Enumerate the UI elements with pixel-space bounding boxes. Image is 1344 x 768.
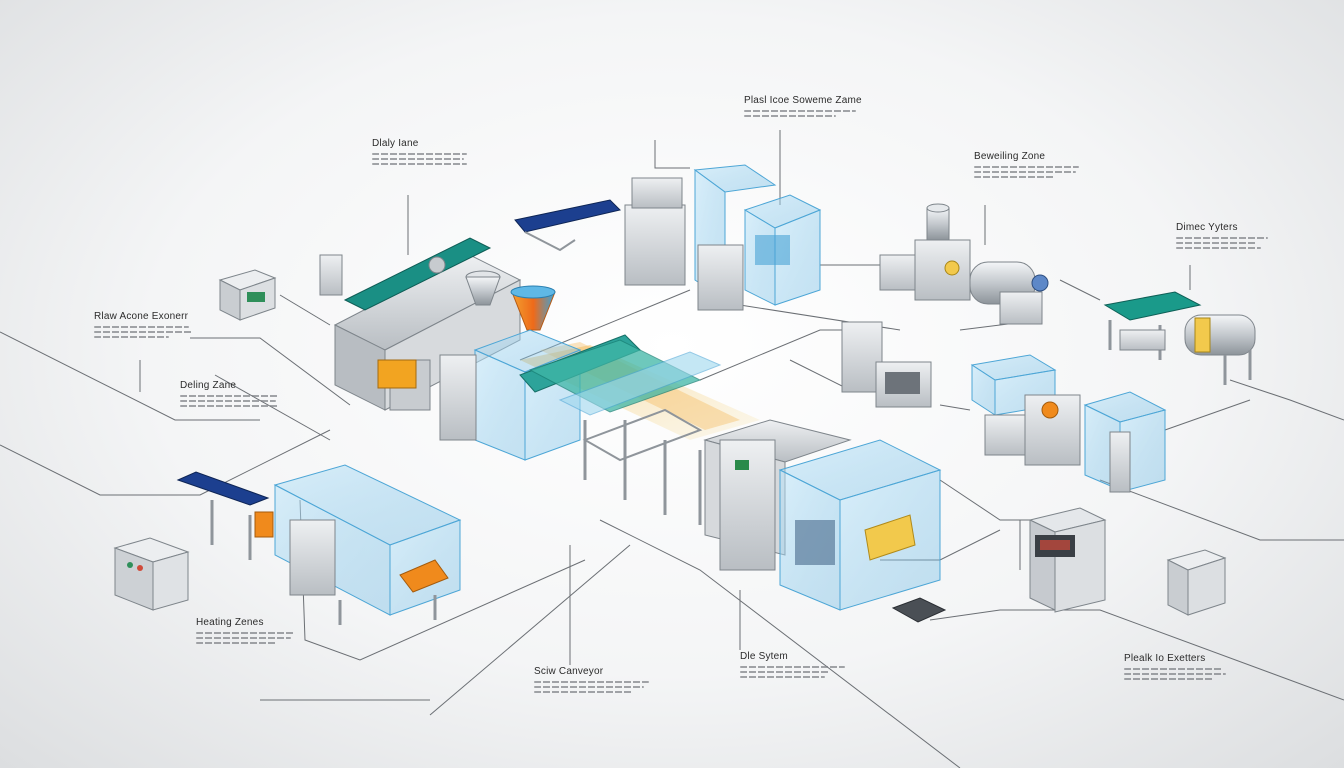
label-title: Plealk Io Exetters (1124, 653, 1206, 664)
label-title: Deling Zane (180, 380, 237, 391)
small-control-box (113, 537, 190, 611)
feeder-machine (879, 203, 1049, 325)
label-title: Dlaly Iane (372, 138, 419, 149)
label-raw-screw-extruder: Rlaw Acone Exonerr (94, 311, 284, 341)
label-heating-zones: Heating Zenes (196, 617, 386, 647)
cooling-station (970, 354, 1167, 493)
small-unit-far-right (1166, 549, 1227, 616)
floor-pad (891, 597, 947, 623)
heating-zone-machine (176, 464, 462, 625)
dimer-system-machine (1103, 291, 1256, 385)
label-screw-conveyor: Sciw Canveyor (534, 666, 724, 696)
label-dry-zone: Dlaly Iane (372, 138, 562, 168)
label-title: Dimec Yyters (1176, 222, 1238, 233)
label-feeding-zone: Beweiling Zone (974, 151, 1164, 181)
label-title: Dle Sytem (740, 651, 788, 662)
label-title: Rlaw Acone Exonerr (94, 311, 189, 322)
label-dosing-zone: Deling Zane (180, 380, 370, 410)
label-title: Plasl Icoe Soweme Zame (744, 95, 862, 106)
control-cabinet-right (841, 321, 932, 408)
label-title: Heating Zenes (196, 617, 264, 628)
label-title: Beweiling Zone (974, 151, 1046, 162)
die-system-machine (703, 419, 942, 611)
label-plastic-extruders: Plealk Io Exetters (1124, 653, 1314, 683)
label-die-system: Dle Sytem (740, 651, 930, 681)
feed-hopper (465, 270, 556, 331)
label-title: Sciw Canveyor (534, 666, 604, 677)
control-cabinet-left (218, 269, 277, 321)
cooling-channel (528, 339, 722, 525)
label-plastic-zone: Plasl Icoe Soweme Zame (744, 95, 934, 120)
operator-panel (1028, 507, 1107, 613)
plastic-processing-machine (514, 164, 822, 311)
label-dimer-systems: Dimec Yyters (1176, 222, 1344, 252)
